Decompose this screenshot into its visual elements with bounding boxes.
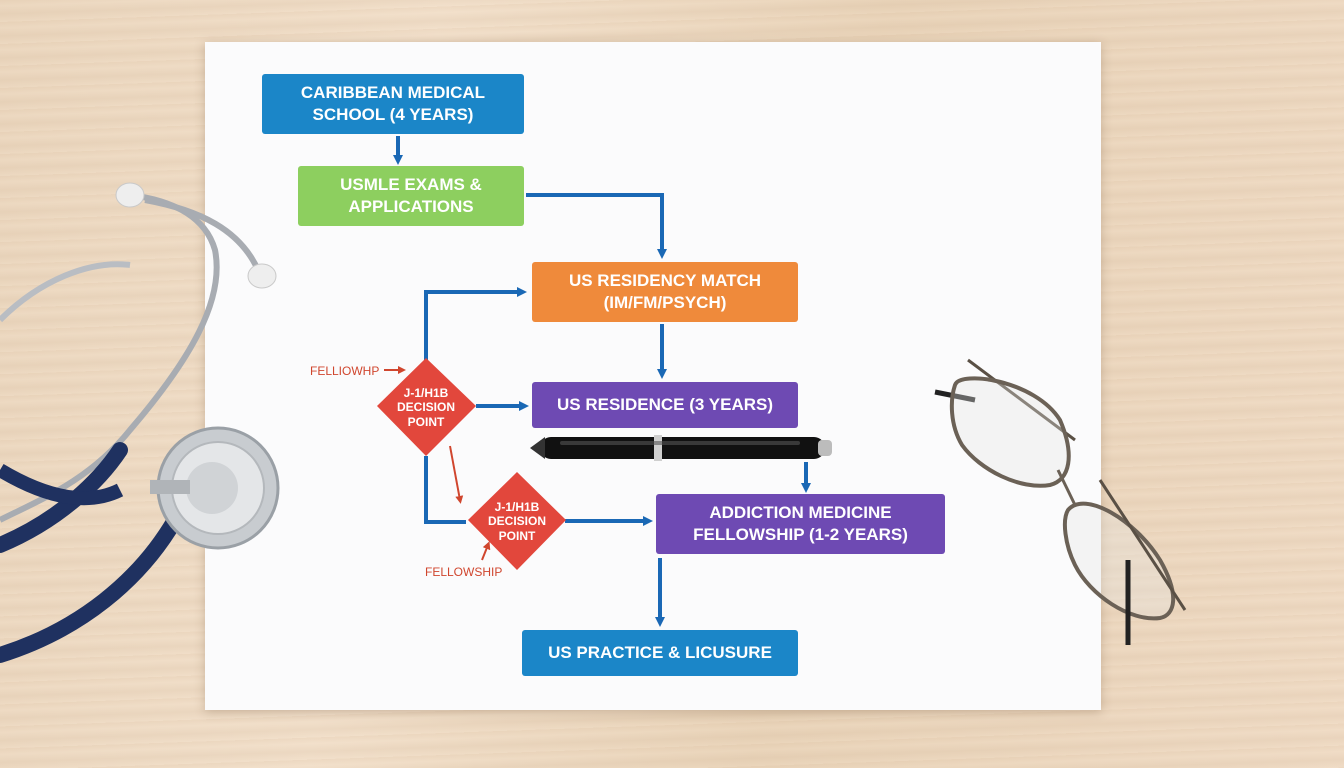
fellowship-label: ADDICTION MEDICINE FELLOWSHIP (1-2 YEARS… [693, 502, 908, 544]
residence-label: US RESIDENCE (3 YEARS) [556, 394, 773, 414]
fellowship-note-bottom: FELLOWSHIP [425, 565, 503, 579]
school-label: CARIBBEAN MEDICAL SCHOOL (4 YEARS) [300, 82, 486, 124]
decision-diamond-top [377, 358, 476, 456]
match-label: US RESIDENCY MATCH (IM/FM/PSYCH) [568, 270, 762, 312]
usmle-label: USMLE EXAMS & APPLICATIONS [340, 174, 482, 216]
eyeglasses-icon [934, 358, 1187, 645]
school-box: CARIBBEAN MEDICAL SCHOOL (4 YEARS) [262, 74, 524, 134]
fellowship-note-top: FELLIOWHP [310, 364, 380, 378]
decision-top-label: J-1/H1B DECISION POINT [396, 386, 455, 429]
decision-bottom-label: J-1/H1B DECISION POINT [487, 500, 546, 543]
arrow-usmle-match [526, 193, 667, 259]
practice-box: US PRACTICE & LICUSURE [522, 630, 798, 676]
residence-box: US RESIDENCE (3 YEARS) [532, 382, 798, 428]
paper-sheet [205, 42, 1101, 710]
decision-diamond-bottom [468, 472, 566, 570]
match-box: US RESIDENCY MATCH (IM/FM/PSYCH) [532, 262, 798, 322]
fellowship-box: ADDICTION MEDICINE FELLOWSHIP (1-2 YEARS… [656, 494, 945, 554]
arrow-decision-down [424, 456, 466, 524]
practice-label: US PRACTICE & LICUSURE [548, 642, 772, 662]
stethoscope-icon [0, 182, 280, 663]
pen-icon [530, 435, 832, 461]
arrow-loop-match [424, 287, 527, 360]
usmle-box: USMLE EXAMS & APPLICATIONS [298, 166, 524, 226]
